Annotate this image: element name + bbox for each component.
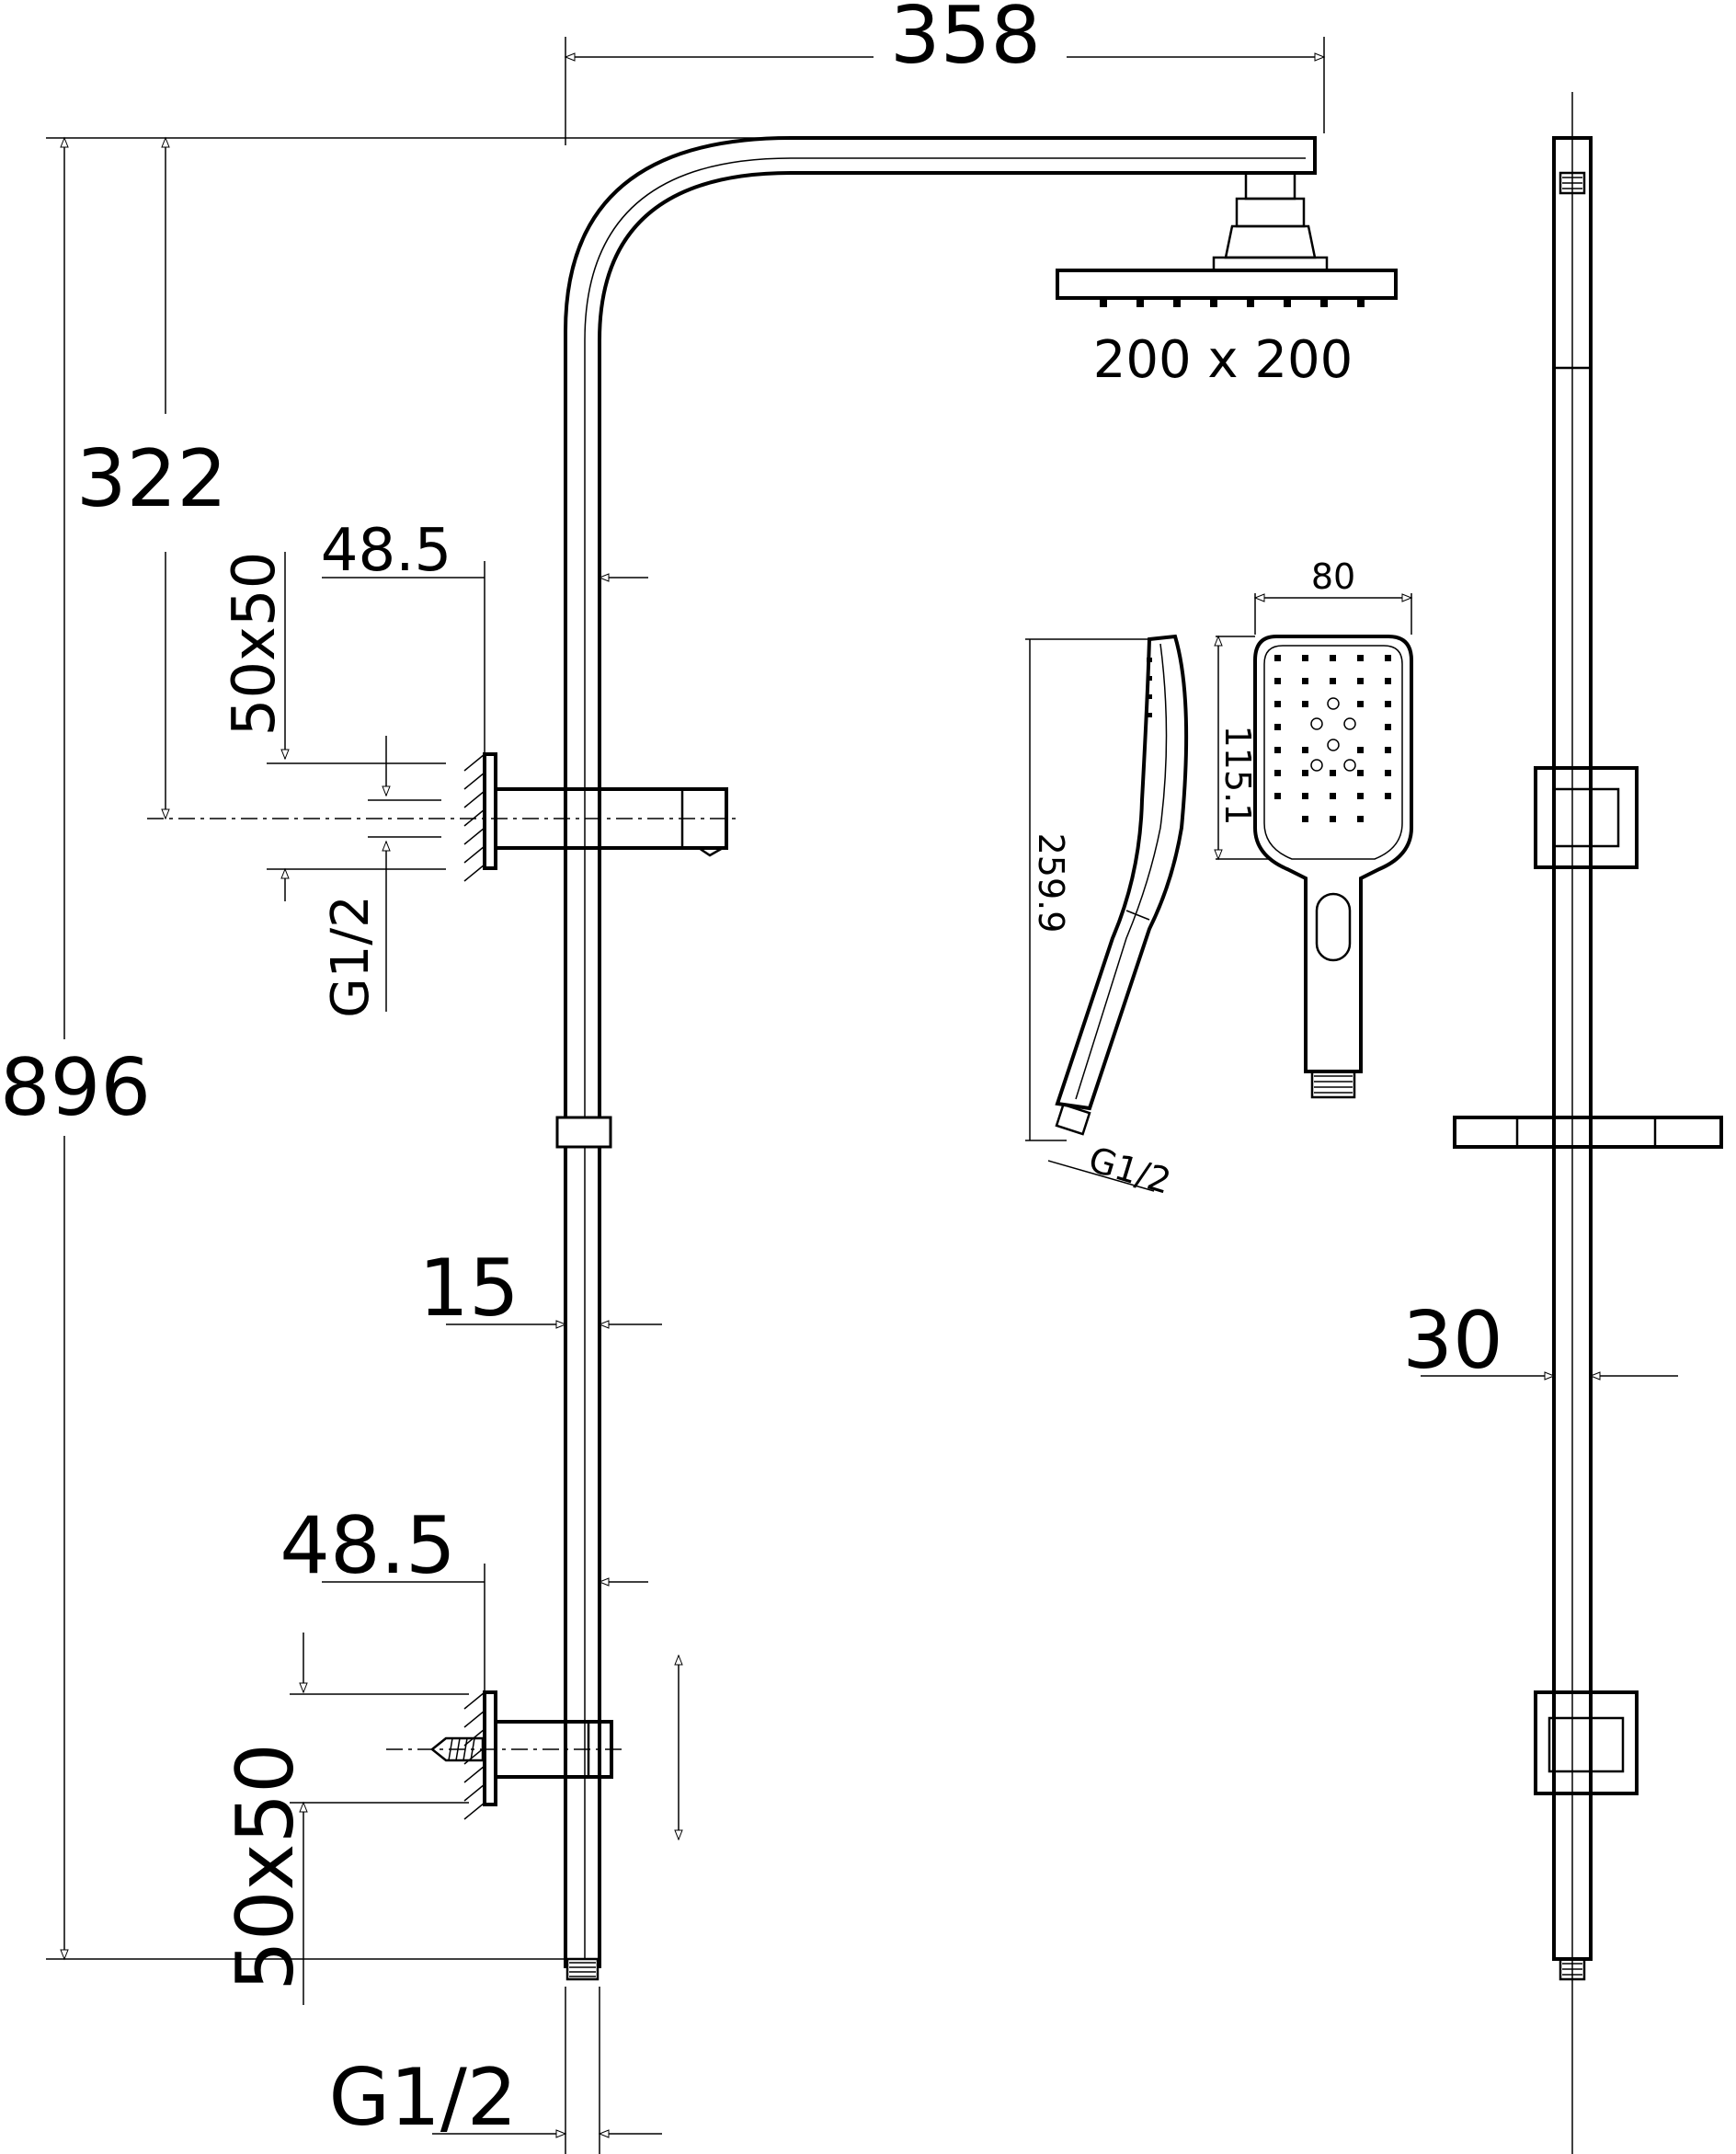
dim-322-label: 322 <box>76 433 227 525</box>
hand-thread-label: G1/2 <box>1084 1139 1176 1202</box>
dim-358-label: 358 <box>890 0 1041 82</box>
dim-896-label: 896 <box>0 1042 151 1134</box>
hand-shower-side: 259.9 G1/2 <box>1025 634 1189 1202</box>
head-nozzles <box>1100 298 1365 307</box>
pipe-clamp <box>555 1116 612 1149</box>
dim-322: 322 <box>76 136 227 820</box>
dim-g12-bottom-label: G1/2 <box>328 2052 517 2144</box>
head-size-label: 200 x 200 <box>1093 330 1353 390</box>
dim-358: 358 <box>564 0 1326 145</box>
dim-50x50-upper: 50x50 <box>221 552 446 901</box>
dim-30: 30 <box>1402 1295 1678 1387</box>
dim-g12-upper: G1/2 <box>321 736 441 1018</box>
side-nozzles <box>1147 658 1152 717</box>
dim-50x50-upper-label: 50x50 <box>221 552 289 737</box>
dim-50x50-lower: 50x50 <box>220 1633 469 2005</box>
upper-bracket <box>147 752 736 882</box>
dim-15-label: 15 <box>418 1243 519 1335</box>
dim-48-5-lower: 48.5 <box>280 1500 648 1692</box>
dim-896: 896 <box>0 136 151 1961</box>
dim-15: 15 <box>418 1243 662 1335</box>
dim-50x50-lower-label: 50x50 <box>220 1743 312 1991</box>
dim-30-label: 30 <box>1402 1295 1502 1387</box>
dim-48-5-upper: 48.5 <box>321 517 648 754</box>
dim-g12-bottom: G1/2 <box>328 1987 662 2154</box>
riser-pipe <box>564 136 1317 1981</box>
lower-bracket <box>386 1690 625 1820</box>
side-view-rail <box>1453 92 1723 2154</box>
hand-width-label: 80 <box>1311 556 1355 597</box>
dim-g12-upper-label: G1/2 <box>321 895 381 1018</box>
hand-length-label: 259.9 <box>1031 833 1071 934</box>
rain-shower-head <box>1056 171 1398 307</box>
front-nozzles <box>1274 655 1391 822</box>
hand-shower-front: 80 115.1 <box>1214 556 1413 1099</box>
dim-48-5-lower-label: 48.5 <box>280 1500 455 1592</box>
dim-48-5-upper-label: 48.5 <box>321 517 452 585</box>
hand-head-label: 115.1 <box>1217 726 1258 826</box>
